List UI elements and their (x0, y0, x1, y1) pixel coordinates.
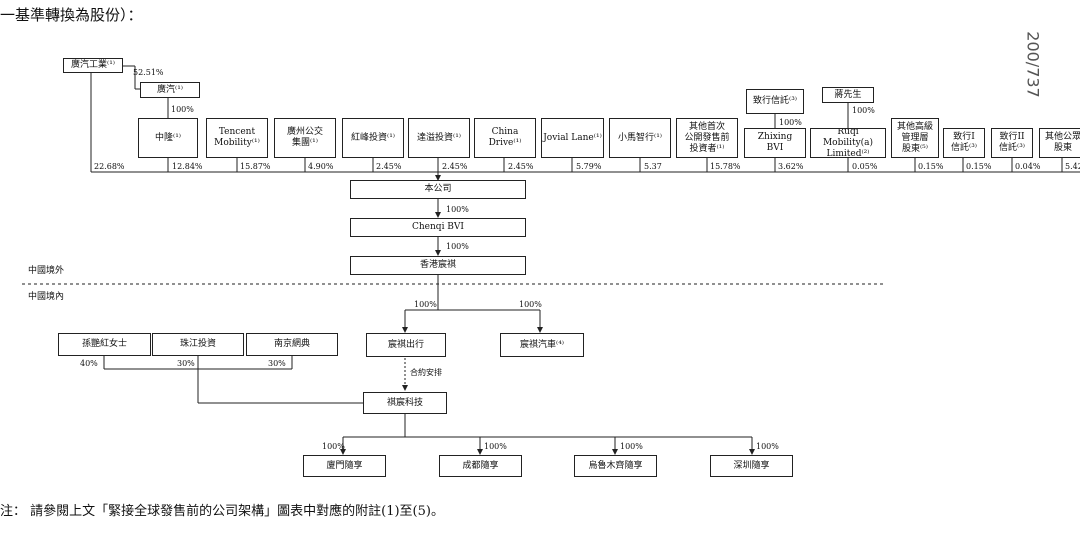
node-chenqi-bvi: Chenqi BVI (350, 218, 526, 237)
pct-gac-industry-to-gac: 52.51% (133, 68, 164, 77)
node-chenqi-chuxing: 宸祺出行 (366, 333, 446, 357)
node-hk-chenqi: 香港宸祺 (350, 256, 526, 275)
pct-chengdu: 100% (484, 442, 507, 451)
pct-zhixing-trust: 100% (779, 118, 802, 127)
region-inside-prc: 中國境內 (28, 292, 65, 302)
pct-zhixing-i-trust: 0.15% (966, 162, 992, 171)
pct-urumqi: 100% (620, 442, 643, 451)
contract-arrangement-label: 合約安排 (410, 368, 442, 377)
node-other-pre-ipo: 其他首次 公開發售前 投資者⁽¹⁾ (676, 118, 738, 158)
pct-mr-jiang: 100% (852, 106, 875, 115)
page-number: 200/737 (1023, 31, 1043, 98)
pct-hongfeng: 2.45% (376, 162, 402, 171)
pct-jovial-lane: 5.79% (576, 162, 602, 171)
pct-other-public: 5.42 (1065, 162, 1080, 171)
header-text: 一基準轉換為股份）： (0, 6, 143, 24)
node-china-drive: China Drive⁽¹⁾ (474, 118, 536, 158)
pct-hk-to-chuxing: 100% (414, 300, 437, 309)
pct-shenzhen: 100% (756, 442, 779, 451)
node-guangzhou-bus: 廣州公交 集團⁽¹⁾ (274, 118, 336, 158)
pct-company-to-chenqi: 100% (446, 205, 469, 214)
node-jovial-lane: Jovial Lane⁽¹⁾ (541, 118, 604, 158)
pct-zhixing-bvi: 3.62% (778, 162, 804, 171)
pct-gac-to-zhonglong: 100% (171, 105, 194, 114)
node-gac-industry: 廣汽工業⁽¹⁾ (63, 58, 123, 73)
region-outside-prc: 中國境外 (28, 266, 65, 276)
node-tencent-mobility: Tencent Mobility⁽¹⁾ (206, 118, 268, 158)
node-xiamen-suixiang: 廈門隨享 (303, 455, 386, 477)
node-zhonglong: 中隆⁽¹⁾ (138, 118, 198, 158)
footnote: 注： 請參閱上文「緊接全球發售前的公司架構」圖表中對應的附註(1)至(5)。 (0, 504, 444, 519)
node-gac: 廣汽⁽¹⁾ (140, 82, 200, 98)
pct-sun-yanhong: 40% (80, 359, 98, 368)
pct-hk-to-qiche: 100% (519, 300, 542, 309)
node-nanjing-wangdian: 南京網典 (246, 333, 338, 356)
node-zhixing-trust: 致行信託⁽³⁾ (746, 89, 804, 114)
pct-zhujiang: 30% (177, 359, 195, 368)
pct-zhixing-ii-trust: 0.04% (1015, 162, 1041, 171)
node-dayi: 達溢投資⁽¹⁾ (408, 118, 470, 158)
pct-nanjing-wangdian: 30% (268, 359, 286, 368)
node-chengdu-suixiang: 成都隨享 (439, 455, 522, 477)
pct-chenqi-to-hk: 100% (446, 242, 469, 251)
pct-china-drive: 2.45% (508, 162, 534, 171)
pct-ruqi-mobility: 0.05% (852, 162, 878, 171)
pct-dayi: 2.45% (442, 162, 468, 171)
pct-guangzhou-bus: 4.90% (308, 162, 334, 171)
pct-other-pre-ipo: 15.78% (710, 162, 741, 171)
node-pony-ai: 小馬智行⁽¹⁾ (609, 118, 671, 158)
node-chenqi-qiche: 宸祺汽車⁽⁴⁾ (500, 333, 584, 357)
node-mr-jiang: 蔣先生 (822, 87, 874, 103)
node-hongfeng: 紅峰投資⁽¹⁾ (342, 118, 404, 158)
node-zhixing-bvi: Zhixing BVI (744, 128, 806, 158)
node-shenzhen-suixiang: 深圳隨享 (710, 455, 793, 477)
node-other-mgmt: 其他高級 管理層 股東⁽⁵⁾ (891, 118, 939, 158)
node-qichen-tech: 祺宸科技 (363, 392, 447, 414)
node-ruqi-mobility: Ruqi Mobility(a) Limited⁽²⁾ (810, 128, 886, 158)
node-urumqi-suixiang: 烏魯木齊隨享 (574, 455, 657, 477)
node-zhixing-i-trust: 致行I 信託⁽³⁾ (943, 128, 985, 158)
node-company: 本公司 (350, 180, 526, 199)
pct-gac-industry-direct: 22.68% (94, 162, 125, 171)
node-other-public: 其他公眾 股東 (1039, 128, 1080, 158)
pct-xiamen: 100% (322, 442, 345, 451)
node-zhujiang: 珠江投資 (152, 333, 244, 356)
node-zhixing-ii-trust: 致行II 信託⁽³⁾ (991, 128, 1033, 158)
pct-zhonglong: 12.84% (172, 162, 203, 171)
pct-pony-ai: 5.37 (644, 162, 662, 171)
node-sun-yanhong: 孫艷紅女士 (58, 333, 151, 356)
pct-other-mgmt: 0.15% (918, 162, 944, 171)
pct-tencent-mobility: 15.87% (240, 162, 271, 171)
